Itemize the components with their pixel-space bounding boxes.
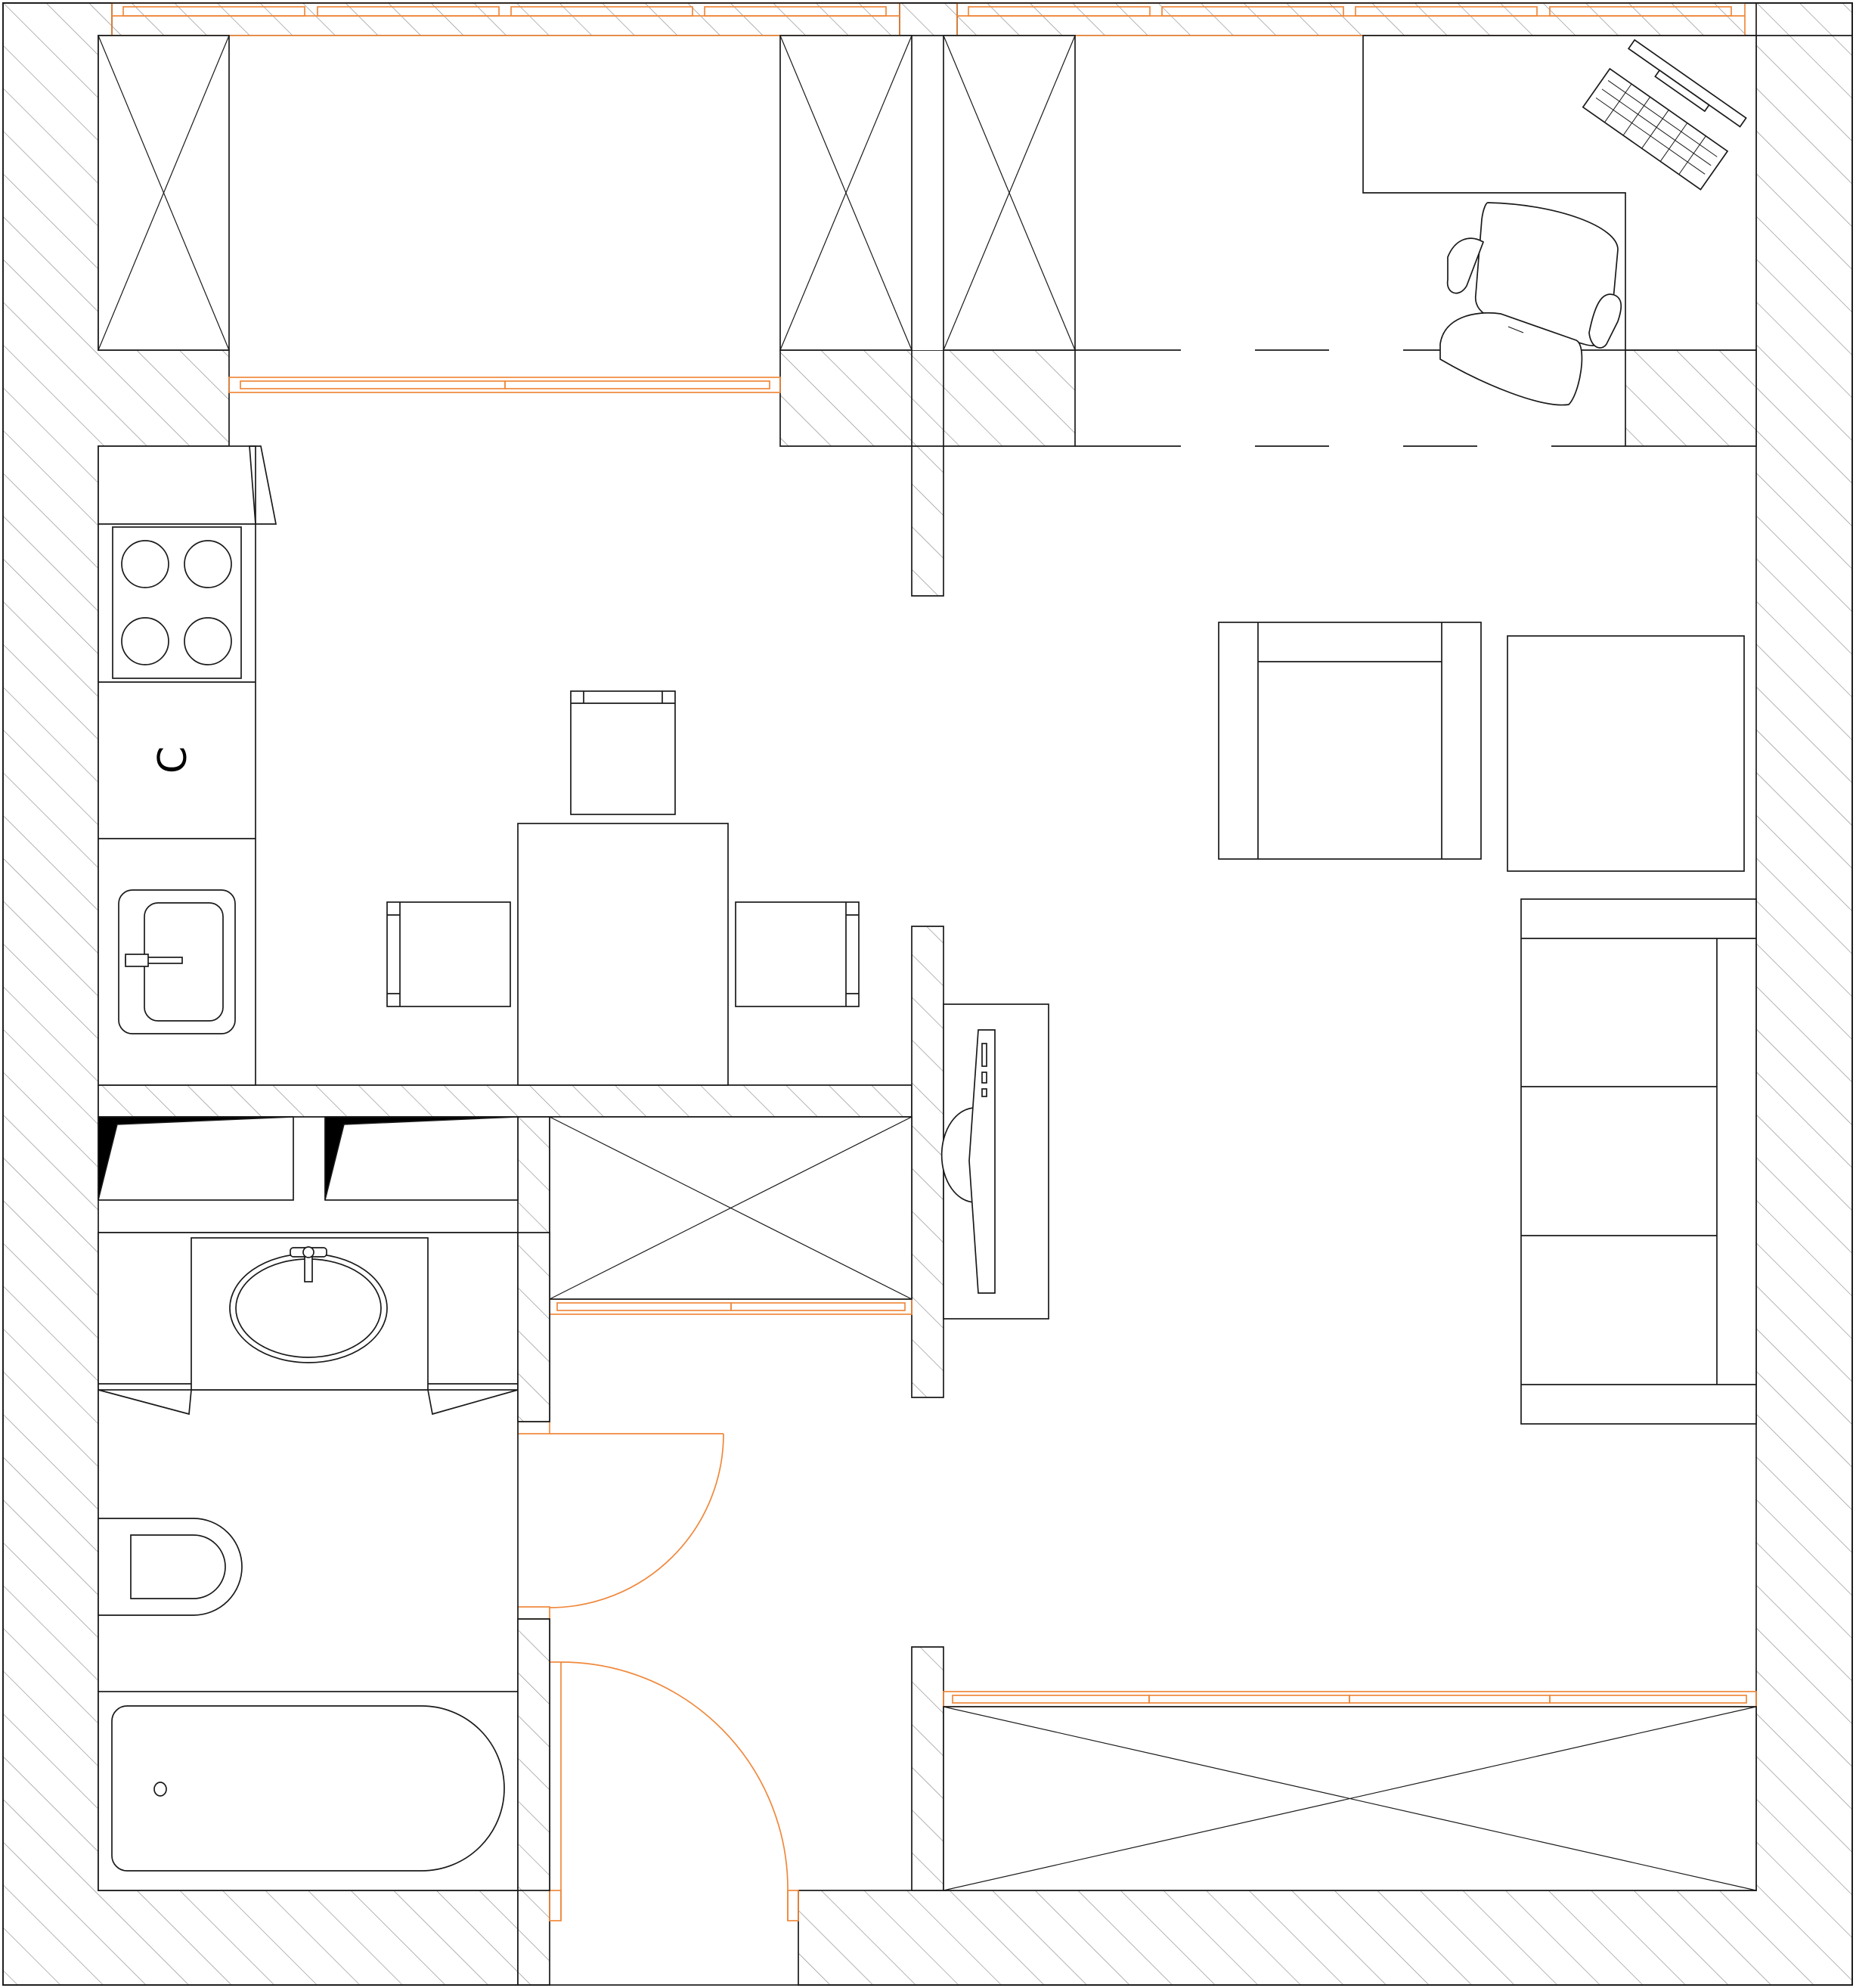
doors [517, 1421, 799, 1921]
dining-chair-right[interactable] [735, 901, 860, 1007]
storage-center[interactable] [549, 1116, 913, 1300]
work-desk-area [1075, 35, 1757, 447]
hall-shelves [98, 1116, 519, 1201]
office-chair-icon[interactable] [1439, 202, 1622, 406]
entrance-door[interactable] [549, 1661, 799, 1921]
bathroom [98, 1232, 519, 1891]
dining-chair-left[interactable] [386, 901, 511, 1007]
hood-edge [249, 445, 277, 525]
dining-set [386, 690, 860, 1086]
wardrobe-top-center-left[interactable] [779, 35, 913, 351]
sink-icon[interactable] [118, 889, 236, 1034]
shelf-left[interactable] [98, 1116, 294, 1201]
side-table[interactable] [1507, 635, 1745, 872]
kitchen: C [98, 445, 277, 1086]
bathroom-wall [517, 1232, 550, 1891]
tv-icon[interactable] [940, 1003, 1049, 1320]
dining-chair-top[interactable] [570, 690, 676, 815]
wardrobe-top-left[interactable] [98, 35, 230, 351]
shelf-right[interactable] [324, 1116, 519, 1201]
toilet-icon[interactable] [98, 1518, 243, 1616]
top-wall-right [956, 2, 1853, 36]
storage-units [98, 35, 1757, 1891]
armchair[interactable] [1218, 622, 1482, 860]
bathtub-icon[interactable] [98, 1691, 519, 1891]
sofa[interactable] [1520, 898, 1757, 1425]
living-furniture [940, 622, 1757, 1425]
top-wall [111, 2, 900, 36]
wardrobe-top-center-right[interactable] [943, 35, 1076, 351]
computer-icon[interactable] [1582, 38, 1749, 191]
stove-icon[interactable] [112, 526, 242, 679]
wardrobe-bottom-right[interactable] [943, 1706, 1757, 1891]
washbasin-icon[interactable] [229, 1246, 388, 1363]
oven-icon: C [150, 746, 196, 774]
dining-table[interactable] [517, 823, 729, 1086]
window-loggia-left [228, 377, 781, 393]
